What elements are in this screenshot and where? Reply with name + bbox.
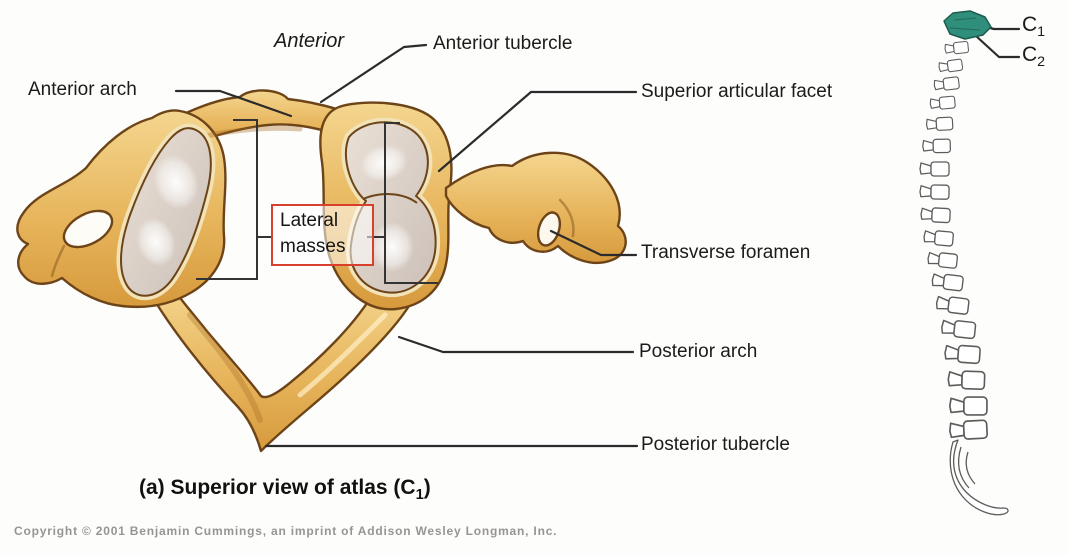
label-posterior-tubercle: Posterior tubercle <box>641 434 790 455</box>
label-transverse-foramen: Transverse foramen <box>641 242 811 263</box>
lateral-masses-brackets <box>196 119 438 284</box>
left-superior-articular-facet <box>116 123 216 301</box>
caption-subscript: 1 <box>415 487 424 504</box>
sacrum-detail-line <box>958 446 970 489</box>
sacrum-coccyx-shape <box>949 439 1009 516</box>
posterior-arch-shape <box>148 282 411 453</box>
leader-c2 <box>974 34 1021 59</box>
label-lateral-masses-line2: masses <box>280 236 346 257</box>
leader-posterior-arch <box>397 335 635 354</box>
label-lateral-masses-box: Lateral masses <box>271 204 374 266</box>
vertebral-column <box>919 40 989 441</box>
label-superior-articular-facet: Superior articular facet <box>641 81 833 102</box>
figure-caption: (a) Superior view of atlas (C1) <box>139 476 431 503</box>
right-bracket <box>384 122 438 284</box>
caption-text: (a) Superior view of atlas (C <box>139 476 416 499</box>
left-bracket <box>196 119 258 280</box>
sacrum-detail-line <box>965 451 976 485</box>
c1-letter: C <box>1022 13 1038 36</box>
label-c2: C2 <box>1022 43 1045 70</box>
right-transverse-foramen-hole <box>536 211 562 247</box>
left-transverse-foramen-hole <box>62 209 114 249</box>
label-anterior-arch: Anterior arch <box>28 79 137 100</box>
label-c1: C1 <box>1022 13 1045 40</box>
copyright-notice: Copyright © 2001 Benjamin Cummings, an i… <box>14 524 558 538</box>
c2-subscript: 2 <box>1037 54 1046 71</box>
leader-transverse-foramen <box>549 229 638 257</box>
c1-highlighted-vertebra <box>943 10 992 40</box>
caption-suffix: ) <box>423 476 431 499</box>
orientation-label-anterior: Anterior <box>274 30 345 52</box>
right-transverse-process-shape <box>444 151 627 265</box>
shading-stroke <box>558 198 575 238</box>
atlas-bone-drawing <box>16 89 627 453</box>
spine-inset-drawing <box>919 10 1009 516</box>
label-anterior-tubercle: Anterior tubercle <box>433 33 573 54</box>
label-lateral-masses-line1: Lateral <box>280 210 339 231</box>
shading-stroke <box>187 312 263 423</box>
label-posterior-arch: Posterior arch <box>639 341 758 362</box>
highlight-stroke <box>297 312 388 398</box>
leader-superior-articular-facet <box>437 90 638 173</box>
leader-anterior-tubercle <box>319 43 428 104</box>
leader-anterior-arch <box>174 89 293 118</box>
leader-lines <box>174 21 1021 448</box>
shading-stroke <box>50 244 66 278</box>
c1-subscript: 1 <box>1037 24 1046 41</box>
c2-letter: C <box>1022 43 1038 66</box>
